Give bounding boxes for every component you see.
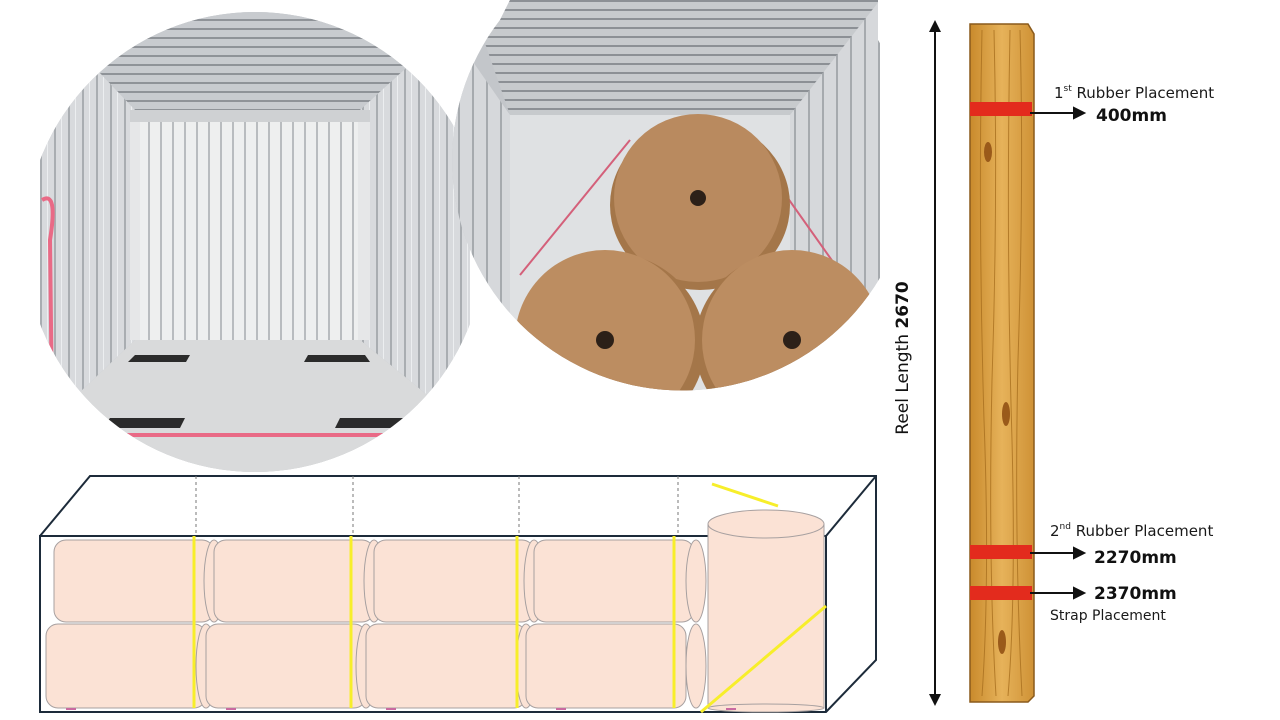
placement-arrows (1030, 106, 1087, 600)
strap-lines (192, 482, 827, 714)
strap-band (970, 586, 1032, 600)
strap-placement-value: 2370mm (1094, 584, 1177, 604)
rubber-placement-1-value: 400mm (1096, 106, 1167, 126)
rubber-band-1 (970, 102, 1032, 116)
rubber-placement-1-title: 1st Rubber Placement (1054, 84, 1215, 102)
reel-length-text: Reel Length (893, 334, 913, 435)
rubber-band-2 (970, 545, 1032, 559)
reel-length-label: Reel Length 2670 (893, 238, 913, 478)
loaded-container-illustration (452, 0, 880, 391)
reel-length-value: 2670 (893, 281, 913, 329)
reel-length-arrow (929, 20, 941, 706)
strap-placement-title: Strap Placement (1050, 608, 1166, 624)
reel-row-bottom (45, 623, 707, 709)
rubber-placement-2-value: 2270mm (1094, 548, 1177, 568)
container-load-diagram (39, 475, 877, 714)
kraft-reel-top (610, 114, 790, 290)
reel-row-top (53, 539, 707, 623)
reel-standing (707, 509, 825, 713)
wooden-plank (969, 23, 1035, 703)
empty-container-illustration (40, 12, 470, 472)
rubber-placement-2-title: 2nd Rubber Placement (1050, 522, 1214, 540)
